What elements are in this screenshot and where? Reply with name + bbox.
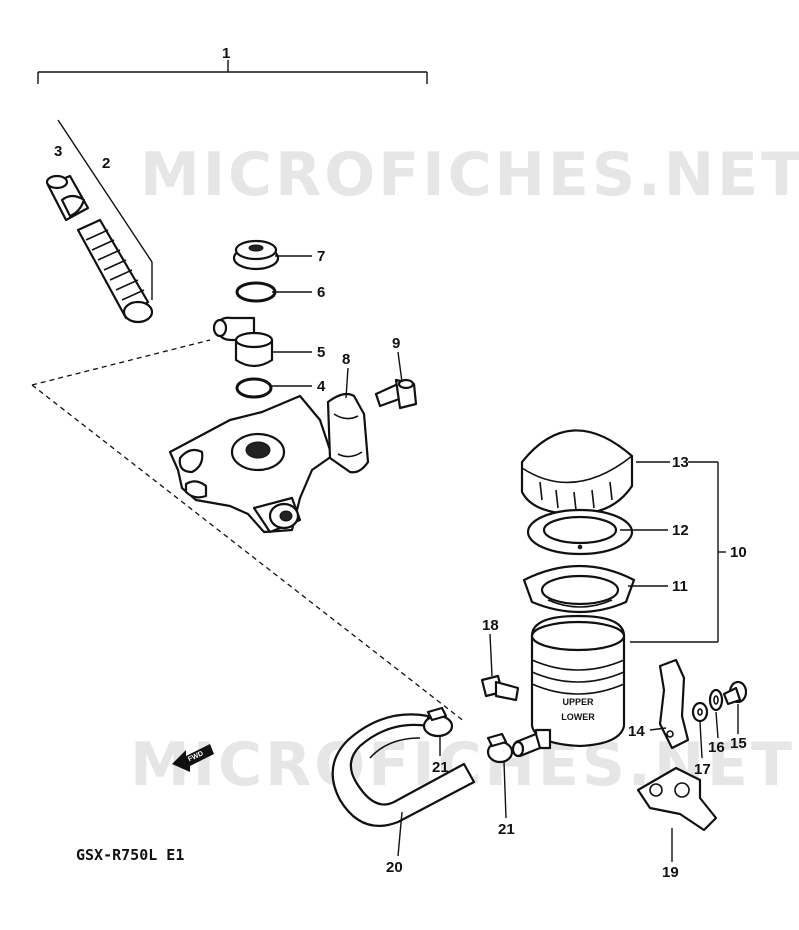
callout-8: 8 xyxy=(342,351,350,368)
forward-direction-arrow: FWD xyxy=(172,744,214,772)
bolt-part-9 xyxy=(374,378,418,410)
screw-part-15 xyxy=(722,680,748,706)
callout-7: 7 xyxy=(317,248,325,265)
callout-9: 9 xyxy=(392,335,400,352)
cap-part-7 xyxy=(232,239,280,271)
assembly-bracket-10 xyxy=(630,461,726,643)
clamp-part-8 xyxy=(326,392,370,474)
callout-20: 20 xyxy=(386,859,403,876)
model-label: GSX-R750L E1 xyxy=(76,846,184,864)
upper-level-mark: UPPER xyxy=(562,697,594,707)
callout-19: 19 xyxy=(662,864,679,881)
hose-clamp-part-21a xyxy=(422,706,454,738)
bracket-part-19 xyxy=(636,766,718,832)
reservoir-body: UPPER LOWER xyxy=(530,614,626,750)
callout-10: 10 xyxy=(730,544,747,561)
hose-clamp-part-21b xyxy=(486,732,514,764)
assembly-dash-lines xyxy=(31,339,466,723)
callout-14: 14 xyxy=(628,723,645,740)
washer-part-17 xyxy=(691,701,709,723)
plate-part-12 xyxy=(526,508,634,556)
reservoir-cap-part-13 xyxy=(520,429,634,516)
callout-21a: 21 xyxy=(432,759,449,776)
callout-6: 6 xyxy=(317,284,325,301)
callout-5: 5 xyxy=(317,344,325,361)
callouts: 1 2 3 4 5 6 7 8 9 10 11 12 13 14 15 16 1… xyxy=(54,45,747,881)
hose-fitting xyxy=(511,732,542,758)
master-cylinder-body xyxy=(168,394,334,534)
hose-part-20 xyxy=(331,713,476,827)
callout-1: 1 xyxy=(222,45,230,62)
circlip-part-6 xyxy=(235,281,277,303)
washer-part-16 xyxy=(708,688,724,712)
callout-2: 2 xyxy=(102,155,110,172)
leader-lines xyxy=(272,255,739,862)
lower-level-mark: LOWER xyxy=(561,712,595,722)
callout-4: 4 xyxy=(317,378,326,395)
callout-3: 3 xyxy=(54,143,62,160)
diaphragm-part-11 xyxy=(522,565,636,614)
callout-11: 11 xyxy=(672,578,688,595)
assembly-bracket-1 xyxy=(37,60,428,84)
bolt-part-18 xyxy=(480,674,520,702)
callout-16: 16 xyxy=(708,739,725,756)
callout-12: 12 xyxy=(672,522,689,539)
callout-21b: 21 xyxy=(498,821,515,838)
piston-assembly xyxy=(45,119,154,324)
connector-part-5 xyxy=(212,316,274,368)
callout-17: 17 xyxy=(694,761,711,778)
oring-part-4 xyxy=(235,377,273,399)
watermark-top: MICROFICHES.NET xyxy=(140,140,799,210)
callout-13: 13 xyxy=(672,454,689,471)
bracket-part-14 xyxy=(658,658,690,750)
callout-15: 15 xyxy=(730,735,747,752)
callout-18: 18 xyxy=(482,617,499,634)
